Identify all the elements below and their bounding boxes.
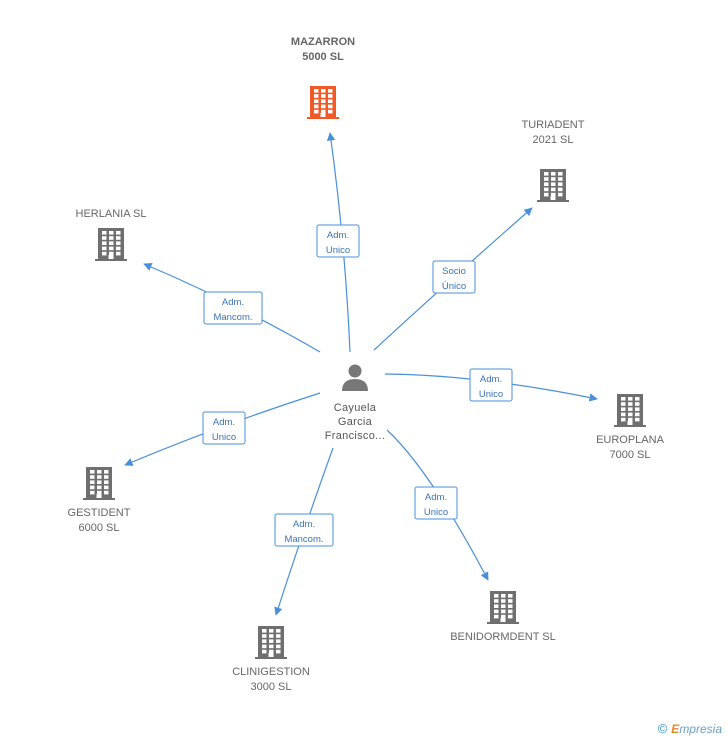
building-icon[interactable] [83, 467, 115, 500]
company-name-line: 6000 SL [79, 522, 120, 534]
company-name-line: 3000 SL [251, 681, 292, 693]
company-node-benidormdent[interactable]: BENIDORMDENT SL [450, 591, 556, 643]
person-icon [342, 364, 368, 391]
building-icon[interactable] [95, 228, 127, 261]
footer-brand: © Empresia [658, 721, 722, 736]
company-node-clinigestion[interactable]: CLINIGESTION 3000 SL [232, 626, 310, 693]
company-name-line: 7000 SL [610, 449, 651, 461]
relation-label-text: Adm. [213, 417, 235, 428]
copyright-symbol: © [657, 721, 668, 736]
company-name-line: GESTIDENT [68, 507, 131, 519]
company-node-herlania[interactable]: HERLANIA SL [76, 208, 147, 261]
building-icon[interactable] [537, 169, 569, 202]
relation-edge-benidormdent: Adm. Unico [386, 429, 489, 581]
building-icon[interactable] [614, 394, 646, 427]
building-icon[interactable] [487, 591, 519, 624]
person-name-line: Cayuela [334, 402, 377, 414]
relation-edge-gestident: Adm. Unico [124, 392, 321, 466]
relation-label-text: Socio [442, 266, 466, 277]
relation-label-box[interactable]: Adm. Unico [316, 224, 360, 258]
person-node[interactable]: CayuelaGarciaFrancisco... [325, 364, 385, 443]
company-name-line: BENIDORMDENT SL [450, 631, 556, 643]
relation-label-text: Adm. [425, 492, 447, 503]
company-name-line: TURIADENT [522, 119, 585, 131]
relation-label-text: Mancom. [284, 534, 323, 545]
relation-label-text: Adm. [480, 374, 502, 385]
building-icon[interactable] [255, 626, 287, 659]
relation-label-text: Unico [326, 245, 350, 256]
relation-label-box[interactable]: Adm. Mancom. [274, 513, 334, 547]
relation-edge-herlania: Adm. Mancom. [143, 263, 321, 353]
relation-label-text: Unico [424, 507, 448, 518]
company-name-line: 2021 SL [533, 134, 574, 146]
relation-label-text: Unico [479, 389, 503, 400]
relation-label-box[interactable]: Adm. Unico [469, 368, 513, 402]
company-node-mazarron[interactable]: MAZARRON 5000 SL [291, 36, 355, 119]
company-name-line: HERLANIA SL [76, 208, 147, 220]
relation-label-text: Adm. [222, 297, 244, 308]
company-node-europlana[interactable]: EUROPLANA 7000 SL [596, 394, 665, 461]
relation-label-box[interactable]: Adm. Unico [202, 411, 246, 445]
relation-edge-europlana: Adm. Unico [384, 368, 598, 402]
person-name-line: Garcia [338, 416, 373, 428]
relation-label-box[interactable]: Adm. Unico [414, 486, 458, 520]
relation-label-text: Único [442, 281, 466, 292]
company-node-gestident[interactable]: GESTIDENT 6000 SL [68, 467, 131, 534]
relation-label-text: Adm. [327, 230, 349, 241]
relation-label-text: Unico [212, 432, 236, 443]
company-name-line: CLINIGESTION [232, 666, 310, 678]
building-icon[interactable] [307, 86, 339, 119]
relation-label-text: Mancom. [213, 312, 252, 323]
company-node-turiadent[interactable]: TURIADENT 2021 SL [522, 119, 585, 202]
relation-edge-mazarron: Adm. Unico [316, 132, 360, 353]
relation-edge-clinigestion: Adm. Mancom. [274, 447, 334, 616]
company-name-line: EUROPLANA [596, 434, 665, 446]
company-name-line: MAZARRON [291, 36, 355, 48]
empresia-logo: Empresia [671, 721, 722, 736]
company-name-line: 5000 SL [302, 51, 344, 63]
relation-label-box[interactable]: Adm. Mancom. [203, 291, 263, 325]
person-name-line: Francisco... [325, 430, 385, 442]
relation-label-text: Adm. [293, 519, 315, 530]
